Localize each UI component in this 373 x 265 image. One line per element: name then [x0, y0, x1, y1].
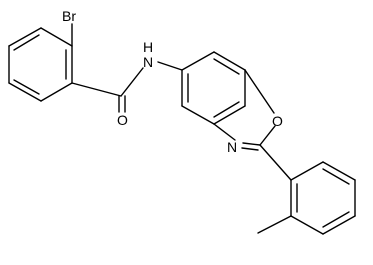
methyl-bond: [257, 215, 292, 234]
carbonyl-oxygen-label: O: [117, 112, 128, 128]
amide-hydrogen-label: H: [143, 39, 153, 55]
oxazole-tolyl-bond: [259, 144, 292, 181]
ring-oxygen-label: O: [272, 113, 283, 129]
amide-nitrogen-label: N: [143, 54, 153, 70]
ring-carbonyl-bond: [71, 82, 122, 97]
nitrogen-ring-bond: [157, 61, 183, 71]
tolyl-ring: [290, 161, 356, 235]
bromophenyl-ring: [8, 27, 73, 102]
ring-nitrogen-label: N: [227, 139, 237, 155]
bromine-label: Br: [62, 8, 76, 24]
oxazole-ring: [213, 69, 276, 151]
carbonyl-nitrogen-bond: [120, 67, 144, 97]
benzoxazole-benzene-ring: [181, 51, 246, 125]
